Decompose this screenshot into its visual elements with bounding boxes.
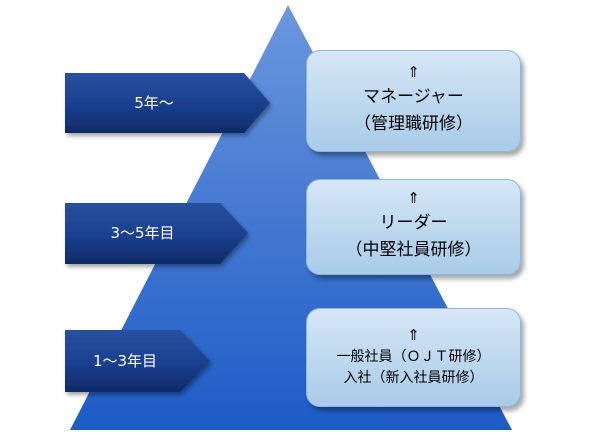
stage-label-3: 1～3年目 (92, 352, 158, 370)
up-arrow-icon: ⇑ (407, 189, 420, 207)
level-title: マネージャー (363, 87, 464, 107)
up-arrow-icon: ⇑ (407, 325, 420, 344)
level-title: リーダー (379, 213, 448, 233)
stage-arrow-1 (65, 73, 270, 133)
stage-arrow-2 (65, 203, 248, 264)
level-title: 一般社員（ＯＪＴ研修） (336, 348, 491, 365)
stage-arrow-3 (65, 330, 210, 392)
level-box-manager: ⇑ マネージャー （管理職研修） (306, 50, 521, 152)
level-box-staff: ⇑ 一般社員（ＯＪＴ研修） 入社（新入社員研修） (306, 308, 521, 407)
stage-label-1: 5年～ (134, 94, 174, 112)
up-arrow-icon: ⇑ (407, 63, 420, 81)
level-subtitle: （中堅社員研修） (345, 240, 482, 260)
level-subtitle: 入社（新入社員研修） (343, 369, 484, 386)
level-box-leader: ⇑ リーダー （中堅社員研修） (306, 179, 521, 275)
stage-label-2: 3～5年目 (110, 224, 175, 242)
level-subtitle: （管理職研修） (354, 114, 473, 134)
